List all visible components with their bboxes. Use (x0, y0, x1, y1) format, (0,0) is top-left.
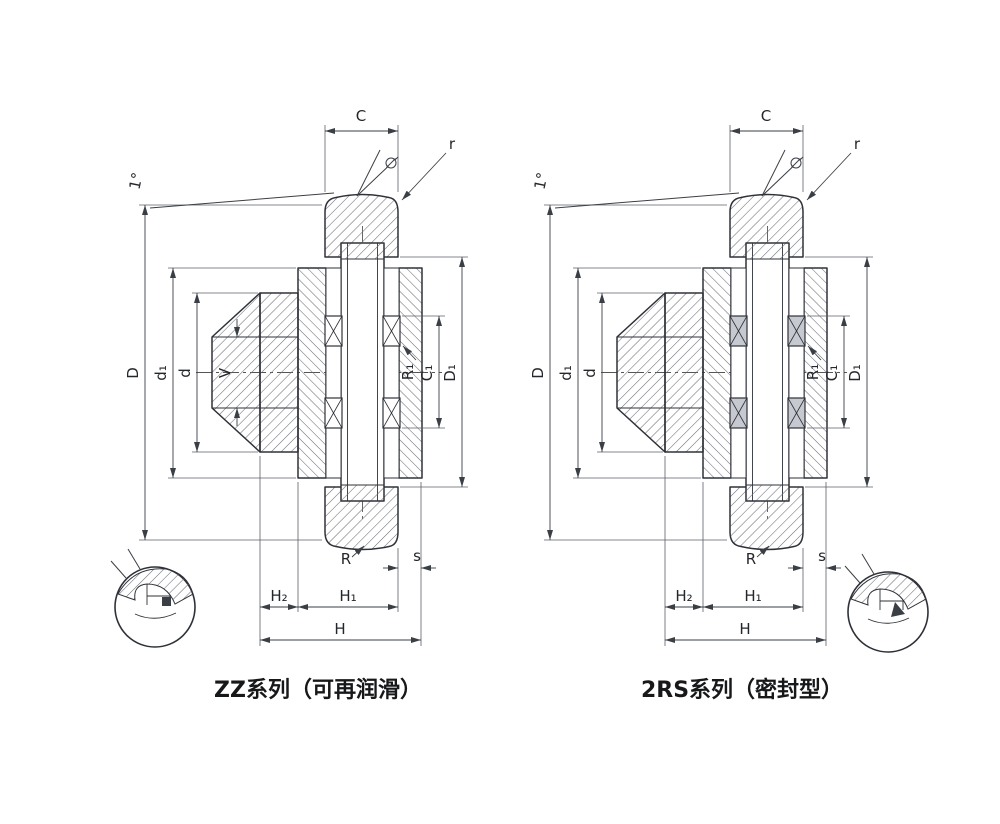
label-H1: H₁ (744, 587, 761, 605)
detail-view-seal (844, 553, 929, 653)
label-r: r (449, 135, 456, 153)
label-H1: H₁ (339, 587, 356, 605)
label-H: H (334, 620, 345, 638)
label-C: C (761, 107, 771, 125)
label-d: d (176, 368, 194, 378)
label-r: r (854, 135, 861, 153)
label-R: R (746, 550, 756, 568)
diagram-zz-series: C r 1° D d₁ d V R₁ C₁ D₁ R s H₂ H₁ H ZZ系… (110, 107, 468, 703)
label-R1: R₁ (804, 364, 822, 380)
detail-view-shield (110, 548, 196, 648)
caption-2rs-series: 2RS系列（密封型） (641, 677, 843, 703)
label-D: D (529, 367, 547, 379)
label-s: s (818, 547, 826, 565)
label-C: C (356, 107, 366, 125)
label-d1: d₁ (557, 365, 575, 381)
caption-zz-series: ZZ系列（可再润滑） (214, 677, 422, 703)
label-R1: R₁ (399, 364, 417, 380)
label-D1: D₁ (846, 364, 864, 382)
label-angle: 1° (126, 171, 147, 191)
label-d1: d₁ (152, 365, 170, 381)
label-angle: 1° (531, 171, 552, 191)
label-C1: C₁ (823, 365, 841, 382)
label-D1: D₁ (441, 364, 459, 382)
label-H2: H₂ (270, 587, 287, 605)
label-D: D (124, 367, 142, 379)
label-H: H (739, 620, 750, 638)
label-C1: C₁ (418, 365, 436, 382)
label-H2: H₂ (675, 587, 692, 605)
label-R: R (341, 550, 351, 568)
label-d: d (581, 368, 599, 378)
label-V: V (216, 367, 234, 378)
label-s: s (413, 547, 421, 565)
diagram-2rs-series: C r 1° D d₁ d R₁ C₁ D₁ R s H₂ H₁ H 2RS系列… (529, 107, 929, 703)
